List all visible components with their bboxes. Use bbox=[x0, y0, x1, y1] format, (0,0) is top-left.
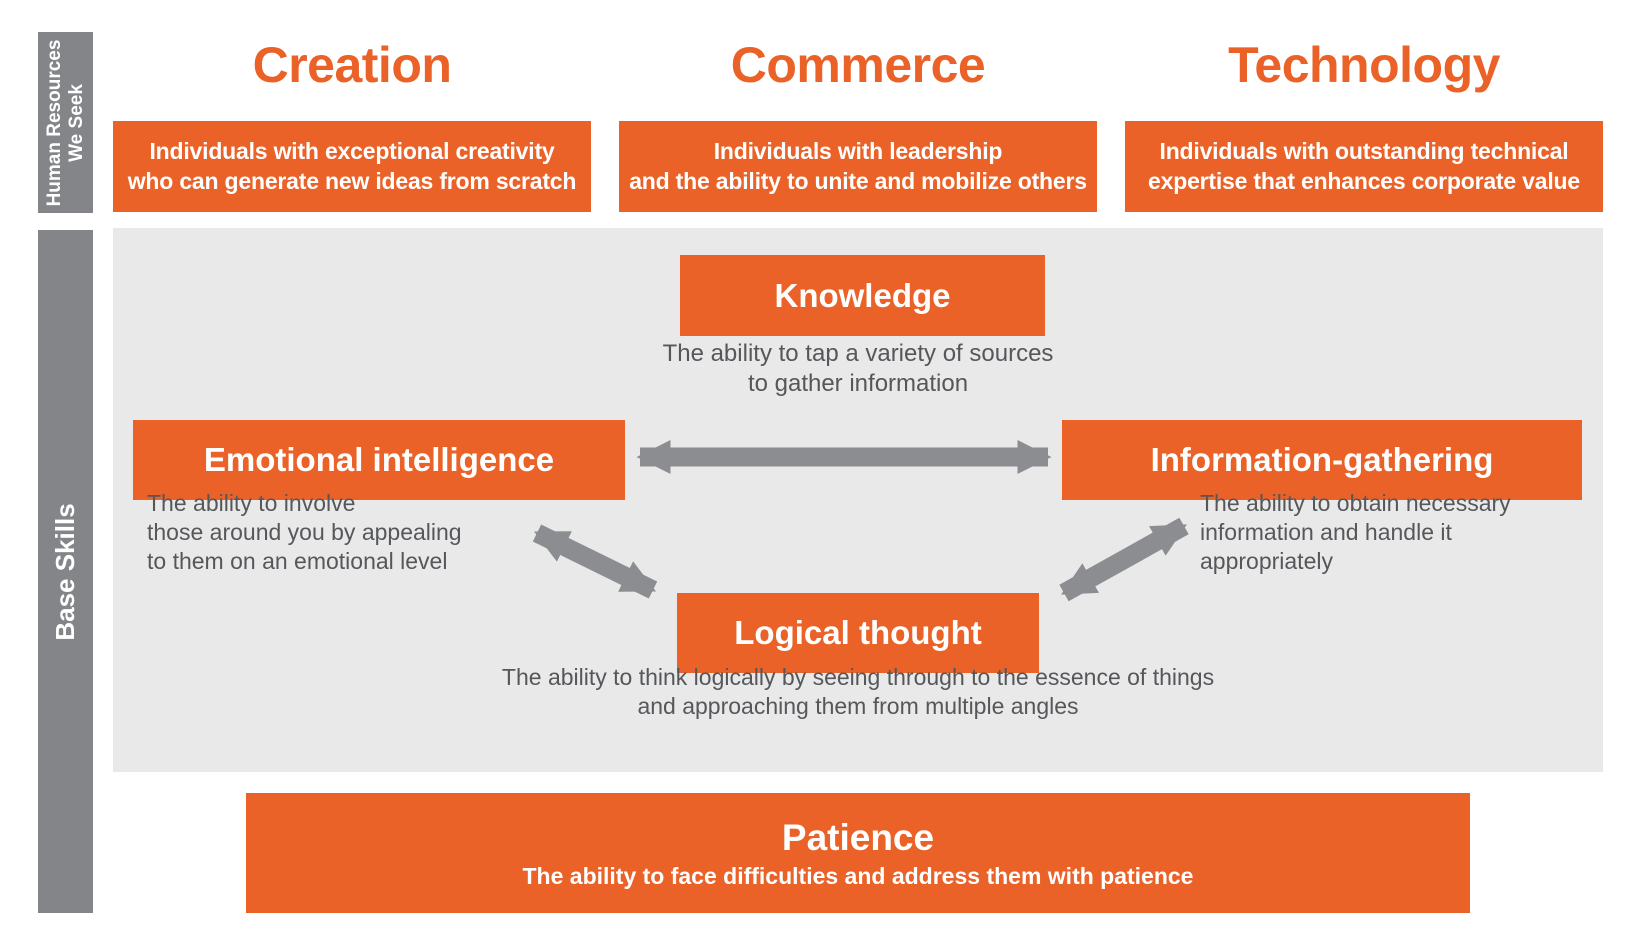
base-skills-sidebar: Base Skills bbox=[38, 230, 93, 913]
knowledge-caption: The ability to tap a variety of sources … bbox=[662, 340, 1054, 397]
commerce-title: Commerce bbox=[730, 37, 986, 93]
emotional-intelligence-caption: The ability to involve those around you … bbox=[147, 490, 462, 574]
column-commerce: Commerce Individuals with leadership and… bbox=[619, 30, 1097, 212]
base-skills-label: Base Skills bbox=[49, 502, 80, 641]
patience-title: Patience bbox=[781, 816, 935, 858]
emotional-intelligence-box: Emotional intelligence bbox=[133, 420, 625, 500]
commerce-description-box: Individuals with leadership and the abil… bbox=[619, 121, 1097, 212]
patience-description: The ability to face difficulties and add… bbox=[522, 862, 1194, 889]
technology-description-box: Individuals with outstanding technical e… bbox=[1125, 121, 1603, 212]
creation-title: Creation bbox=[252, 37, 452, 93]
column-creation: Creation Individuals with exceptional cr… bbox=[113, 30, 591, 212]
information-gathering-caption: The ability to obtain necessary informat… bbox=[1200, 490, 1511, 574]
knowledge-box: Knowledge bbox=[680, 255, 1045, 336]
human-resources-label: Human Resources We Seek bbox=[43, 39, 87, 206]
logical-thought-caption: The ability to think logically by seeing… bbox=[501, 664, 1215, 719]
information-gathering-box: Information-gathering bbox=[1062, 420, 1582, 500]
column-technology: Technology Individuals with outstanding … bbox=[1125, 30, 1603, 212]
creation-description-box: Individuals with exceptional creativity … bbox=[113, 121, 591, 212]
human-resources-sidebar: Human Resources We Seek bbox=[38, 32, 93, 213]
logical-thought-box: Logical thought bbox=[677, 593, 1039, 673]
patience-bar: Patience The ability to face difficultie… bbox=[246, 793, 1470, 913]
technology-title: Technology bbox=[1228, 37, 1500, 93]
